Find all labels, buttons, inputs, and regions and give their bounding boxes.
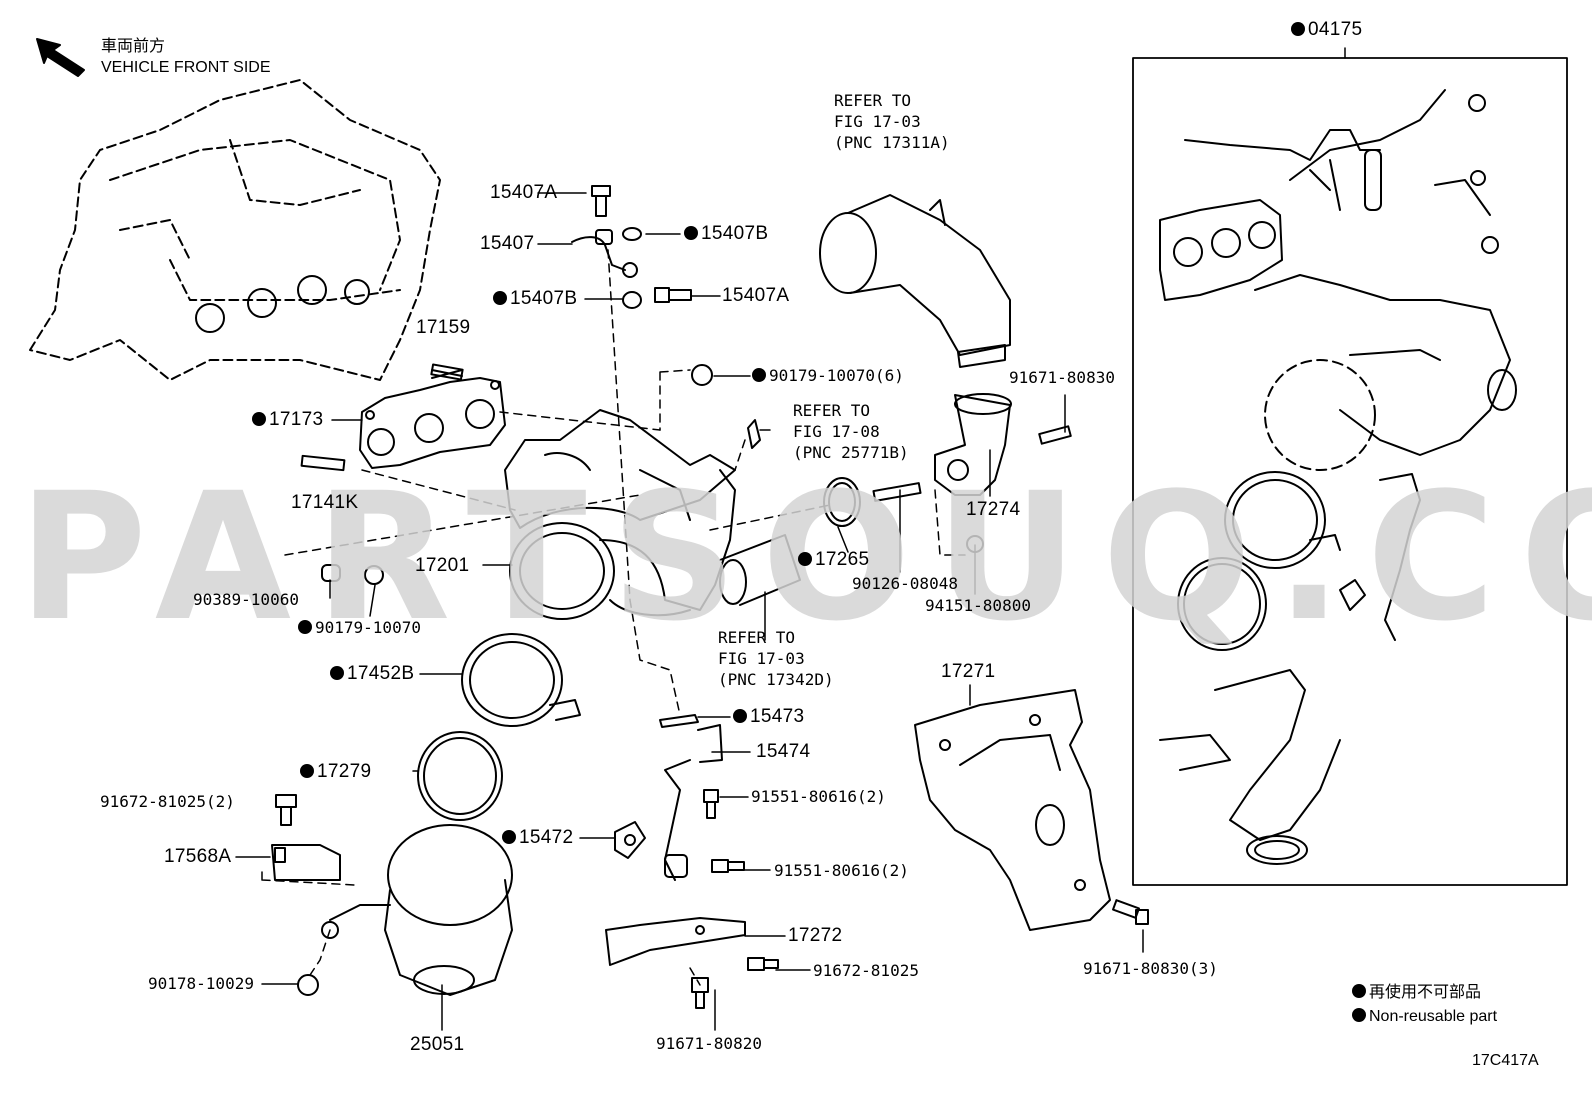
part-label-90179[interactable]: 90179-10070 bbox=[298, 620, 421, 636]
part-label-94151[interactable]: 94151-80800 bbox=[925, 596, 1031, 615]
front-direction-arrow-icon bbox=[36, 38, 85, 77]
stud-17159 bbox=[430, 363, 464, 381]
part-label-17452B[interactable]: 17452B bbox=[330, 664, 414, 683]
bolt-91672 bbox=[747, 957, 779, 971]
bolt-91671-3 bbox=[1112, 899, 1149, 925]
clamp-17452B bbox=[461, 633, 581, 727]
part-label-17173[interactable]: 17173 bbox=[252, 410, 323, 429]
part-label-15472[interactable]: 15472 bbox=[502, 828, 573, 847]
engine-ports bbox=[195, 275, 370, 333]
part-label-90126[interactable]: 90126-08048 bbox=[852, 574, 958, 593]
part-label-91672[interactable]: 91672-81025 bbox=[813, 961, 919, 980]
oil-pipe-15407 bbox=[571, 229, 638, 278]
part-label-17279[interactable]: 17279 bbox=[300, 762, 371, 781]
part-label-91672-2[interactable]: 91672-81025(2) bbox=[100, 792, 235, 811]
bolt-91671-80830 bbox=[1038, 425, 1072, 445]
gasket-15472 bbox=[614, 821, 646, 859]
part-label-17274[interactable]: 17274 bbox=[966, 499, 1021, 520]
washer-15407B-top bbox=[622, 227, 642, 241]
washer-15407B-left bbox=[622, 291, 642, 309]
part-label-04175[interactable]: 04175 bbox=[1291, 20, 1362, 39]
part-label-17265[interactable]: 17265 bbox=[798, 550, 869, 569]
part-label-91551-b[interactable]: 91551-80616(2) bbox=[774, 861, 909, 880]
part-label-15407A[interactable]: 15407A bbox=[490, 182, 558, 203]
front-side-en-label: VEHICLE FRONT SIDE bbox=[101, 59, 271, 76]
part-label-15473[interactable]: 15473 bbox=[733, 707, 804, 726]
ref-note-17342D: REFER TO FIG 17-03 (PNC 17342D) bbox=[718, 628, 834, 689]
clamp-17265 bbox=[823, 477, 861, 527]
figure-code: 17C417A bbox=[1472, 1052, 1539, 1069]
part-label-15407B-2[interactable]: 15407B bbox=[493, 289, 577, 308]
part-label-15474[interactable]: 15474 bbox=[756, 741, 811, 762]
converter-25051 bbox=[321, 824, 513, 996]
part-label-91671-3[interactable]: 91671-80830(3) bbox=[1083, 959, 1218, 978]
ref-note-25771B: REFER TO FIG 17-08 (PNC 25771B) bbox=[793, 401, 909, 462]
nut-90179 bbox=[364, 565, 384, 585]
part-label-25051[interactable]: 25051 bbox=[410, 1034, 465, 1055]
nut-94151 bbox=[966, 535, 984, 553]
part-label-91551-a[interactable]: 91551-80616(2) bbox=[751, 787, 886, 806]
part-label-15407[interactable]: 15407 bbox=[480, 233, 535, 254]
turbocharger-17201 bbox=[504, 409, 736, 620]
heat-insulator-17271 bbox=[914, 689, 1111, 931]
nut-90178 bbox=[297, 974, 319, 996]
tube-ref-25771B bbox=[747, 419, 761, 449]
stud-17141K bbox=[300, 454, 346, 472]
bolt-91672-2 bbox=[275, 794, 297, 826]
bolt-91551-a bbox=[703, 789, 719, 819]
bracket-17272 bbox=[605, 917, 746, 966]
plate-15473 bbox=[659, 714, 699, 728]
part-label-90179-6[interactable]: 90179-10070(6) bbox=[752, 368, 904, 384]
bolt-91671-80820 bbox=[691, 977, 709, 1009]
part-label-17272[interactable]: 17272 bbox=[788, 925, 843, 946]
bolt-15407A-top bbox=[591, 185, 611, 217]
legend-jp: 再使用不可部品 bbox=[1352, 982, 1481, 1003]
hose-ref-17342D bbox=[719, 534, 801, 606]
part-label-91671-80820[interactable]: 91671-80820 bbox=[656, 1034, 762, 1053]
part-label-15407A-2[interactable]: 15407A bbox=[722, 285, 790, 306]
part-label-17271[interactable]: 17271 bbox=[941, 661, 996, 682]
legend-en: Non-reusable part bbox=[1352, 1006, 1497, 1027]
front-side-jp-label: 車両前方 bbox=[101, 38, 166, 55]
ref-note-17311A: REFER TO FIG 17-03 (PNC 17311A) bbox=[834, 91, 950, 152]
stud-90126 bbox=[872, 482, 922, 502]
part-label-17568A[interactable]: 17568A bbox=[164, 846, 232, 867]
part-label-90178[interactable]: 90178-10029 bbox=[148, 974, 254, 993]
bracket-17568A bbox=[271, 844, 341, 881]
elbow-17274 bbox=[934, 393, 1012, 496]
collar-90389 bbox=[321, 564, 341, 582]
exhaust-gasket-17173 bbox=[359, 377, 506, 469]
bolt-15407A-right bbox=[654, 287, 692, 303]
gasket-17279 bbox=[417, 731, 503, 821]
part-label-91671-80830[interactable]: 91671-80830 bbox=[1009, 368, 1115, 387]
oil-return-pipe-15474 bbox=[664, 724, 723, 881]
intake-pipe-ref-17311A bbox=[819, 194, 1011, 368]
leader-lines bbox=[235, 47, 1346, 1031]
part-label-90389[interactable]: 90389-10060 bbox=[193, 590, 299, 609]
kit-box-04175 bbox=[1132, 57, 1568, 886]
part-label-17159[interactable]: 17159 bbox=[416, 317, 471, 338]
bolt-91551-b bbox=[711, 859, 745, 873]
engine-block-drawing bbox=[29, 79, 441, 381]
nut-90179-6 bbox=[691, 364, 713, 386]
part-label-17201[interactable]: 17201 bbox=[415, 555, 470, 576]
part-label-15407B[interactable]: 15407B bbox=[684, 224, 768, 243]
part-label-17141K[interactable]: 17141K bbox=[291, 492, 359, 513]
